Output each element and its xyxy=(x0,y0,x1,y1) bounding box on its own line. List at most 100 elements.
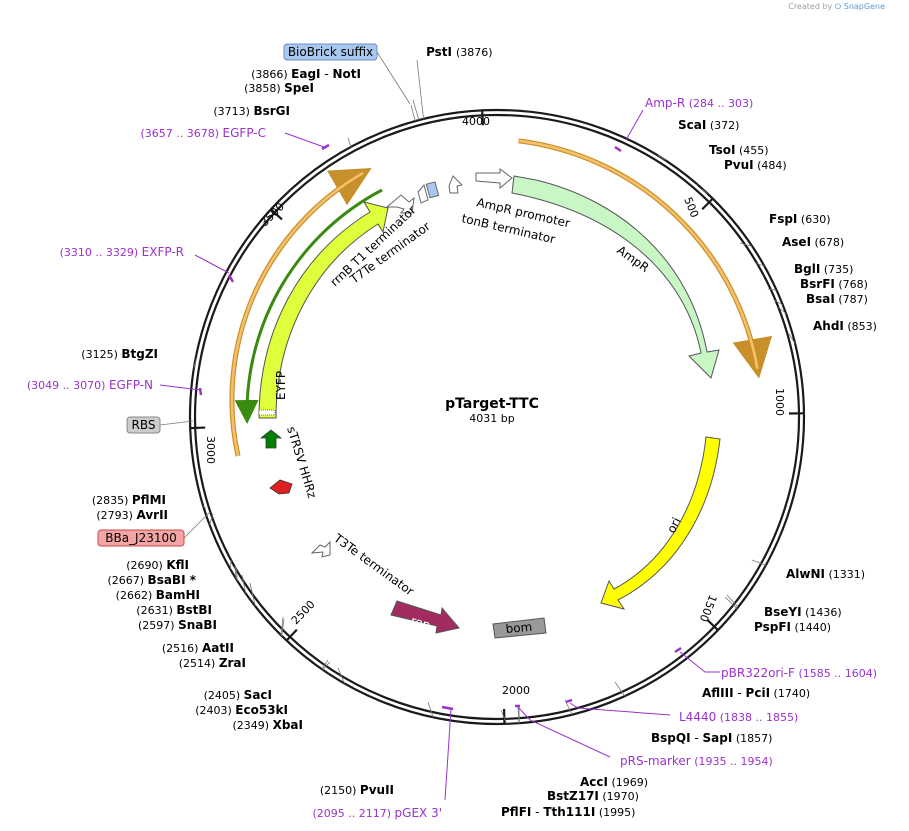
hhrz-feature xyxy=(269,479,293,495)
site-leader xyxy=(321,659,329,670)
site-label-bstbi[interactable]: (2631) BstBI xyxy=(136,603,212,617)
site-label-pvuii[interactable]: (2150) PvuII xyxy=(320,783,394,797)
site-label-bsrfi[interactable]: BsrFI (768) xyxy=(800,277,868,291)
svg-text:L4440 (1838 .. 1855): L4440 (1838 .. 1855) xyxy=(679,710,798,724)
svg-text:PvuI (484): PvuI (484) xyxy=(724,158,787,172)
site-label-bstz17i[interactable]: BstZ17I (1970) xyxy=(547,789,639,803)
primer-label-pgex3[interactable]: (2095 .. 2117) pGEX 3' xyxy=(312,806,442,820)
site-position: (2405) xyxy=(204,689,241,702)
primer-leaders xyxy=(159,109,720,801)
site-label-snabi[interactable]: (2597) SnaBI xyxy=(138,618,217,632)
site-label-ahdi[interactable]: AhdI (853) xyxy=(813,319,877,333)
svg-text:BspQI - SapI (1857): BspQI - SapI (1857) xyxy=(651,731,772,745)
site-position: (3125) xyxy=(81,348,118,361)
primer-label-l4440[interactable]: L4440 (1838 .. 1855) xyxy=(679,710,798,724)
site-label-acci[interactable]: AccI (1969) xyxy=(580,775,648,789)
site-label-fspi[interactable]: FspI (630) xyxy=(769,212,831,226)
site-position: (1995) xyxy=(599,806,636,819)
primer-name: EGFP-C xyxy=(223,126,266,140)
svg-text:BglI (735): BglI (735) xyxy=(794,262,853,276)
site-label-asei[interactable]: AseI (678) xyxy=(782,235,844,249)
site-leader xyxy=(235,566,238,581)
primer-range: (3657 .. 3678) xyxy=(140,127,219,140)
primer-label-prsmarker[interactable]: pRS-marker (1935 .. 1954) xyxy=(620,754,773,768)
primer-leader xyxy=(569,702,671,716)
site-label-bgli[interactable]: BglI (735) xyxy=(794,262,853,276)
site-label-btgzi[interactable]: (3125) BtgZI xyxy=(81,347,158,361)
site-label-xbai[interactable]: (2349) XbaI xyxy=(233,718,303,732)
eyfp-strand-arrow xyxy=(234,188,383,424)
svg-text:(3310 .. 3329) EXFP-R: (3310 .. 3329) EXFP-R xyxy=(60,245,184,259)
tag-rbs[interactable]: RBS xyxy=(126,416,161,434)
site-leader xyxy=(281,618,285,636)
site-label-bspqi[interactable]: BspQI - SapI (1857) xyxy=(651,731,772,745)
snapgene-watermark: Created by ⭘ SnapGene xyxy=(788,2,885,12)
site-label-tsoi[interactable]: TsoI (455) xyxy=(709,143,769,157)
site-label-bamhi[interactable]: (2662) BamHI xyxy=(116,588,200,602)
primer-label-exfpr[interactable]: (3310 .. 3329) EXFP-R xyxy=(60,245,184,259)
tick-label: 4000 xyxy=(462,115,490,128)
site-label-aatii[interactable]: (2516) AatII xyxy=(162,641,234,655)
site-position: (1857) xyxy=(736,732,773,745)
site-label-scai[interactable]: ScaI (372) xyxy=(678,118,739,132)
site-name: SapI xyxy=(703,731,733,745)
tag-biobrick-suffix[interactable]: BioBrick suffix xyxy=(283,43,378,61)
ampr-promoter-feature xyxy=(475,168,513,190)
site-label-saci[interactable]: (2405) SacI xyxy=(204,688,272,702)
site-name: Eco53kI xyxy=(235,703,288,717)
feature-label-ori: ori xyxy=(664,515,684,535)
primer-label-pbr322orif[interactable]: pBR322ori-F (1585 .. 1604) xyxy=(721,666,877,680)
site-position: (2150) xyxy=(320,784,357,797)
site-label-eco53ki[interactable]: (2403) Eco53kI xyxy=(195,703,288,717)
site-name: BsaBI * xyxy=(148,573,197,587)
primer-label-egfpc[interactable]: (3657 .. 3678) EGFP-C xyxy=(140,126,266,140)
site-name: BtgZI xyxy=(121,347,158,361)
site-label-pvui[interactable]: PvuI (484) xyxy=(724,158,787,172)
site-label-bsai[interactable]: BsaI (787) xyxy=(806,292,868,306)
site-label-bsabi[interactable]: (2667) BsaBI * xyxy=(107,573,196,587)
site-name: AlwNI xyxy=(786,567,825,581)
site-label-pflfi[interactable]: PflFI - Tth111I (1995) xyxy=(501,805,635,819)
svg-text:(2631) BstBI: (2631) BstBI xyxy=(136,603,212,617)
site-label-afliii[interactable]: AflIII - PciI (1740) xyxy=(702,686,810,700)
svg-text:(3049 .. 3070) EGFP-N: (3049 .. 3070) EGFP-N xyxy=(27,378,153,392)
site-label-psti[interactable]: PstI(3876) xyxy=(426,45,493,59)
site-name: FspI xyxy=(769,212,797,226)
site-leader xyxy=(777,306,787,314)
site-position: (3876) xyxy=(456,46,493,59)
site-label-avrii[interactable]: (2793) AvrII xyxy=(96,508,168,522)
site-label-zrai[interactable]: (2514) ZraI xyxy=(179,656,246,670)
svg-text:BsaI (787): BsaI (787) xyxy=(806,292,868,306)
site-label-spei[interactable]: (3858) SpeI xyxy=(244,81,314,95)
site-leader xyxy=(500,709,508,724)
svg-text:AccI (1969): AccI (1969) xyxy=(580,775,648,789)
tag-bba-j23100[interactable]: BBa_J23100 xyxy=(97,529,185,547)
site-label-pspfi[interactable]: PspFI (1440) xyxy=(754,620,831,634)
primer-leader xyxy=(159,384,201,391)
site-position: (2631) xyxy=(136,604,173,617)
site-label-eagi[interactable]: (3866) EagI - NotI xyxy=(251,67,361,81)
site-label-kfli[interactable]: (2690) KflI xyxy=(126,558,189,572)
primer-label-ampr[interactable]: Amp-R (284 .. 303) xyxy=(645,96,753,110)
site-label-pflmi[interactable]: (2835) PflMI xyxy=(92,493,166,507)
svg-text:FspI (630): FspI (630) xyxy=(769,212,831,226)
svg-text:BstZ17I (1970): BstZ17I (1970) xyxy=(547,789,639,803)
site-label-bsrgi[interactable]: (3713) BsrGI xyxy=(213,104,290,118)
site-name: PvuII xyxy=(360,783,394,797)
primer-range: (2095 .. 2117) xyxy=(312,807,391,820)
ori-feature xyxy=(600,436,721,610)
tag-label: BioBrick suffix xyxy=(288,45,373,59)
watermark-created-by: Created by xyxy=(788,2,833,11)
site-label-alwni[interactable]: AlwNI (1331) xyxy=(786,567,865,581)
site-position: (1970) xyxy=(602,790,639,803)
site-leader xyxy=(427,701,434,718)
site-label-bseyi[interactable]: BseYI (1436) xyxy=(764,605,842,619)
site-position: (2597) xyxy=(138,619,175,632)
site-name: AccI xyxy=(580,775,608,789)
svg-text:(2516) AatII: (2516) AatII xyxy=(162,641,234,655)
site-position: (2516) xyxy=(162,642,199,655)
primer-label-egfpn[interactable]: (3049 .. 3070) EGFP-N xyxy=(27,378,153,392)
site-position: (787) xyxy=(838,293,868,306)
site-position: (2514) xyxy=(179,657,216,670)
